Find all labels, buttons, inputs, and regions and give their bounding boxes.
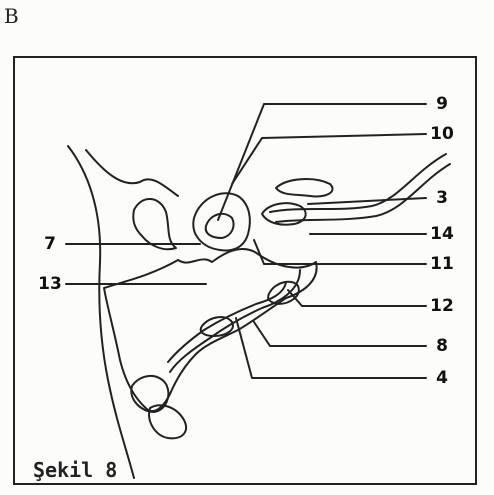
callout-number: 4: [430, 366, 454, 390]
upper-chamber-center: [193, 193, 250, 250]
callout-number: 9: [430, 92, 454, 116]
lower-tube-outer: [170, 270, 300, 372]
leader-12: [288, 290, 426, 306]
callout-number: 10: [430, 122, 454, 146]
leader-11: [254, 240, 426, 264]
callout-number: 14: [430, 222, 454, 246]
leader-8: [254, 322, 426, 346]
callout-number: 12: [430, 294, 454, 318]
head-outline: [86, 150, 178, 196]
bottom-lobe-left: [131, 376, 168, 412]
callout-number: 11: [430, 252, 454, 276]
callout-number: 8: [430, 334, 454, 358]
duct-inner: [276, 164, 450, 222]
figure-caption: Şekil 8: [33, 458, 117, 482]
upper-chamber-left: [133, 199, 176, 249]
internal-mass: [104, 249, 317, 411]
callout-number: 3: [430, 186, 454, 210]
upper-right-cap: [276, 179, 333, 196]
callout-number: 7: [38, 232, 62, 256]
duct-outer: [270, 154, 446, 212]
leader-3: [308, 198, 426, 204]
leader-4: [236, 318, 426, 378]
leader-10: [232, 134, 426, 184]
body-outline: [68, 146, 134, 478]
callout-number: 13: [38, 272, 62, 296]
